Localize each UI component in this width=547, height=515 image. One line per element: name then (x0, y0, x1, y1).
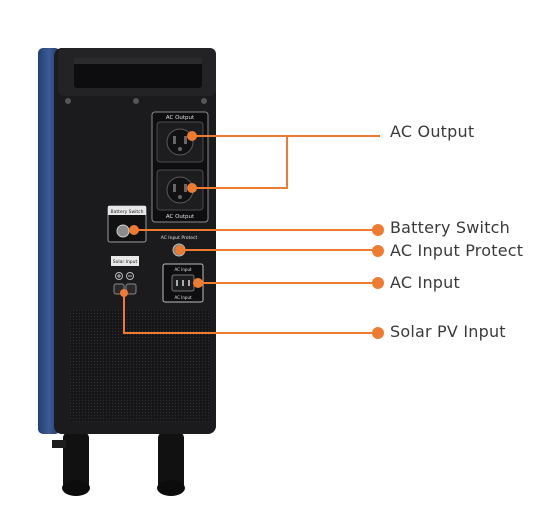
battery-switch-text: Battery Switch (111, 209, 144, 215)
vent-mesh (70, 310, 210, 422)
ac-input-top-text: AC Input (174, 267, 192, 272)
dot-ac-output-bottom (187, 183, 197, 193)
callout-solar-pv-input: Solar PV Input (390, 322, 506, 341)
caster-wheels (52, 432, 185, 496)
ac-output-top-text: AC Output (166, 115, 195, 121)
ac-output-bottom-text: AC Output (166, 214, 195, 220)
ac-input-protect-text: AC Input Protect (161, 235, 198, 241)
dot-ac-output-top (187, 131, 197, 141)
ac-output-panel (151, 111, 209, 223)
solar-input-text: Solar Input (113, 259, 138, 265)
top-handle (58, 48, 216, 96)
dot-ac-input-device (193, 278, 203, 288)
callout-leaders (123, 135, 380, 334)
callout-battery-switch: Battery Switch (390, 218, 511, 237)
ac-input-bottom-text: AC Input (174, 295, 192, 300)
dot-battery-switch-device (129, 225, 139, 235)
callout-ac-input-protect: AC Input Protect (390, 241, 524, 260)
dot-solar-pv-input-label (372, 327, 384, 339)
dot-solar-pv-input-device (120, 289, 128, 297)
ac-input-socket (162, 263, 204, 303)
dot-ac-input-label (372, 277, 384, 289)
leader-ac-output-bracket (189, 135, 288, 189)
callout-ac-input: AC Input (390, 273, 460, 292)
dot-ac-input-protect-label (372, 245, 384, 257)
callout-dots (120, 131, 384, 339)
panel-text: AC Output AC Output Battery Switch AC In… (111, 115, 198, 300)
callout-ac-output: AC Output (390, 122, 475, 141)
dot-battery-switch-label (372, 224, 384, 236)
panel-screws (65, 98, 207, 104)
leader-solar-pv-input (123, 293, 380, 334)
dot-ac-input-protect-device (175, 245, 185, 255)
